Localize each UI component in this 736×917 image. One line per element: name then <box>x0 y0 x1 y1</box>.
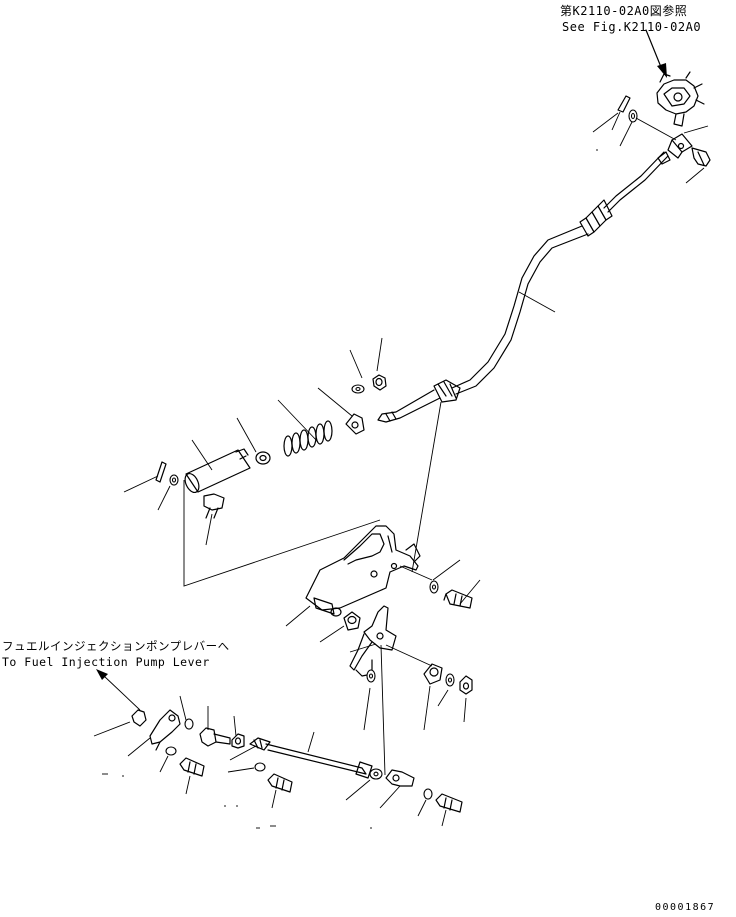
destination-label-jp: フュエルインジェクションポンプレバーへ <box>2 639 230 653</box>
intermediate-lever <box>349 605 397 677</box>
reference-label-en: See Fig.K2110-02A0 <box>562 20 702 34</box>
cable-bracket-plate <box>345 413 365 435</box>
leader-lines-upper <box>191 337 383 471</box>
bushing-left <box>343 611 361 631</box>
bolt-bracket <box>443 589 473 609</box>
cable-end-clevis <box>667 133 693 159</box>
washer-lower-2 <box>165 746 177 756</box>
pump-lever-arm <box>149 709 181 751</box>
cable-leader <box>518 291 556 313</box>
lever-shaft <box>313 597 342 617</box>
washer-top <box>628 109 638 123</box>
reference-label-jp: 第K2110-02A0図参照 <box>560 4 688 18</box>
stray-marks <box>102 773 372 829</box>
washer-lower-1 <box>184 718 194 730</box>
spring-collar <box>255 451 271 465</box>
washer-right <box>445 673 455 687</box>
ball-joint-right <box>385 769 415 787</box>
rod-end-right <box>369 768 383 780</box>
leader-lines-top <box>592 112 709 184</box>
rod-end-left <box>199 727 231 747</box>
leader-lines-bracket <box>285 559 481 643</box>
assembly-line-top <box>635 117 677 141</box>
bolt-left <box>203 493 225 519</box>
lever-bracket <box>305 525 421 611</box>
bolt-lower-1 <box>179 757 205 777</box>
washer-upper <box>351 384 365 394</box>
leader-lines-lower <box>93 695 447 827</box>
split-pin <box>611 95 631 131</box>
split-pin-left <box>155 461 167 483</box>
destination-label-en: To Fuel Injection Pump Lever <box>2 655 210 669</box>
leader-lines-right <box>349 643 467 731</box>
reference-arrow <box>645 29 667 78</box>
bolt-lower-3 <box>435 793 463 813</box>
return-spring <box>283 420 333 457</box>
ball-joint-lower <box>131 709 147 727</box>
bushing-right <box>423 663 443 685</box>
destination-arrow <box>96 669 141 711</box>
bolt-lower-2 <box>267 773 293 793</box>
assembly-lines <box>183 401 442 776</box>
guide-cylinder <box>184 448 251 494</box>
washer-lower-3 <box>254 762 266 772</box>
washer-center <box>366 669 376 683</box>
cable-threaded-end <box>377 379 461 423</box>
clevis-pin-top <box>691 147 711 167</box>
linkage-rod <box>249 737 373 779</box>
leader-lines-left <box>123 475 213 546</box>
nut-upper <box>372 374 387 391</box>
washer-left <box>169 474 179 486</box>
throttle-cable <box>451 151 671 395</box>
washer-bracket <box>429 580 439 594</box>
nut-right <box>459 675 473 695</box>
nut-lower-left <box>231 733 245 749</box>
document-number: 00001867 <box>655 902 716 913</box>
control-lever-assembly <box>656 71 705 127</box>
washer-lower-4 <box>423 788 433 800</box>
